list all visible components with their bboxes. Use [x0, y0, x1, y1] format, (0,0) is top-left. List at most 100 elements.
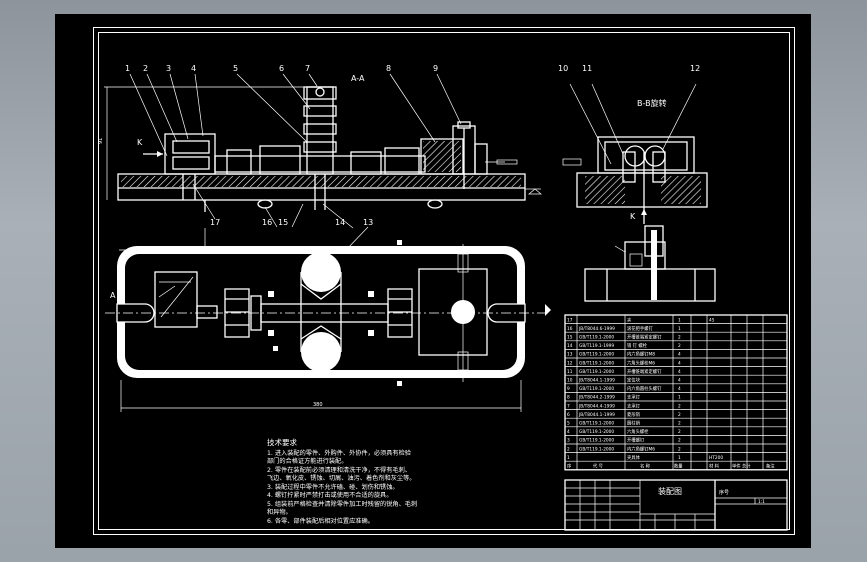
top-right-block [418, 268, 488, 356]
bom-cell-name: 内六角螺钉M6 [627, 445, 655, 452]
title-block: 装配图 序号 1:1 [564, 479, 788, 531]
bom-cell-name: 定位块 [627, 377, 641, 384]
bom-cell-name: 开槽螺钉 [627, 437, 645, 444]
bom-cell-no: 9 [567, 386, 570, 392]
bom-cell-qty: 4 [678, 386, 681, 392]
bom-cell-code: JB/T8044.6-1999 [578, 326, 615, 332]
bom-cell-no: 16 [567, 326, 573, 332]
bom-cell-material: HT200 [709, 455, 723, 461]
bom-cell-code: JB/T8044.1-1999 [578, 378, 615, 384]
bom-cell-name: 六角头螺栓M6 [627, 359, 655, 366]
section-bb-view: B-B旋转 K [562, 83, 708, 224]
bom-cell-name: 圆柱销 [627, 420, 641, 427]
bom-cell-no: 7 [567, 403, 570, 409]
bom-cell-code: JB/T8044.4-1999 [578, 403, 615, 409]
bom-cell-no: 11 [567, 369, 573, 375]
tech-note-line: 6. 各零、部件装配后相对位置应准确。 [267, 517, 374, 525]
right-support-block [420, 138, 464, 175]
callout-4: 4 [191, 64, 196, 73]
callout-numbers: 1 2 3 4 5 6 7 8 9 10 11 12 13 14 15 16 1… [125, 64, 700, 227]
bom-header-material: 材 料 [709, 463, 720, 470]
bom-cell-code: GB/T119.1-2000 [579, 429, 614, 435]
tech-note-line: 5. 组装前严格检查并清除零件加工时残留的锐角、毛刺 [267, 500, 418, 508]
bom-cell-no: 13 [567, 352, 573, 358]
bom-cell-code: JB/T8044.2-1999 [578, 395, 615, 401]
top-wheel-lower [301, 332, 341, 372]
top-left-clamp [154, 271, 198, 328]
bom-cell-no: 4 [567, 429, 570, 435]
front-view-section-aa: 91 K A-A [98, 74, 542, 212]
bom-cell-qty: 2 [678, 421, 681, 427]
bom-cell-material: 45 [709, 317, 715, 323]
base-hatching [121, 176, 521, 187]
section-label-bb: B-B旋转 [637, 98, 667, 108]
bb-clamp-frame [597, 136, 695, 174]
bom-cell-name: 开槽锥端紧定螺钉 [627, 334, 662, 341]
bom-cell-name: 销 钉 螺栓 [627, 342, 648, 349]
bom-cell-no: 1 [567, 455, 570, 461]
bom-cell-no: 5 [567, 421, 570, 427]
callout-10: 10 [558, 64, 568, 73]
bom-cell-code: GB/T119.1-2000 [579, 360, 614, 366]
bom-header-code: 代 号 [593, 463, 603, 470]
bom-cell-qty: 2 [678, 446, 681, 452]
drawing-title: 装配图 [658, 486, 682, 496]
callout-9: 9 [433, 64, 438, 73]
bom-cell-qty: 2 [678, 335, 681, 341]
bom-cell-qty: 1 [678, 326, 681, 332]
callout-8: 8 [386, 64, 391, 73]
right-clamp-post [452, 121, 488, 189]
dimension-length: 380 [313, 402, 323, 408]
spindle-shaft [214, 155, 426, 173]
title-field-no: 序号 [719, 489, 729, 496]
view-label-k-top: K [137, 138, 143, 147]
bom-cell-code: GB/T119.1-2000 [579, 352, 614, 358]
bom-cell-qty: 2 [678, 403, 681, 409]
bom-cell-qty: 2 [678, 343, 681, 349]
drawing-border-outer [93, 27, 795, 535]
view-label-k-side: K [630, 212, 636, 221]
bom-cell-name: 支承钉 [627, 394, 641, 401]
bom-cell-qty: 1 [678, 317, 681, 323]
bom-cell-name: 菱形销 [627, 411, 641, 418]
bom-cell-qty: 4 [678, 352, 681, 358]
bom-header-qty: 数量 [674, 463, 683, 470]
bom-cell-no: 15 [567, 335, 573, 341]
bom-cell-code: GB/T119.1-2000 [579, 421, 614, 427]
callout-11: 11 [582, 64, 592, 73]
bom-cell-qty: 4 [678, 360, 681, 366]
callout-5: 5 [233, 64, 238, 73]
tech-note-line: 3. 装配过程中零件不允许磕、碰、划伤和锈蚀。 [267, 483, 399, 491]
bom-cell-name: 滚花把手螺钉 [627, 325, 653, 332]
callout-2: 2 [143, 64, 148, 73]
callout-17: 17 [210, 218, 220, 227]
bom-cell-no: 2 [567, 446, 570, 452]
bom-cell-no: 8 [567, 395, 570, 401]
section-label-aa: A-A [351, 74, 365, 83]
bom-cell-name: 内六角螺钉M8 [627, 351, 655, 358]
bom-cell-no: 3 [567, 438, 570, 444]
tech-note-line: 飞边、氧化皮、锈蚀、切屑、油污、着色剂和灰尘等。 [267, 475, 416, 482]
callout-6: 6 [279, 64, 284, 73]
bom-cell-code: GB/T119.1-2000 [579, 335, 614, 341]
bom-header-name: 名 称 [640, 463, 651, 470]
callout-12: 12 [690, 64, 700, 73]
tech-note-line: 2. 零件在装配前必须清理和清洗干净，不得有毛刺、 [267, 466, 411, 474]
bom-cell-code: JB/T8044.1-1999 [578, 412, 615, 418]
top-view: A 380 [105, 228, 551, 412]
callout-3: 3 [166, 64, 171, 73]
bom-cell-code: GB/T119.1-2000 [579, 369, 614, 375]
bom-cell-name: 开槽锥端紧定螺钉 [627, 368, 662, 375]
bom-cell-name: 支承钉 [627, 402, 641, 409]
bom-cell-qty: 1 [678, 395, 681, 401]
bom-cell-qty: 2 [678, 429, 681, 435]
bom-cell-no: 14 [567, 343, 573, 349]
drawing-canvas: 9 1 K A-A [98, 64, 788, 531]
callout-7: 7 [305, 64, 310, 73]
callout-13: 13 [363, 218, 373, 227]
bom-header-note: 备注 [766, 463, 775, 470]
callout-14: 14 [335, 218, 345, 227]
callout-leaders [129, 73, 462, 273]
title-scale: 1:1 [758, 499, 765, 505]
